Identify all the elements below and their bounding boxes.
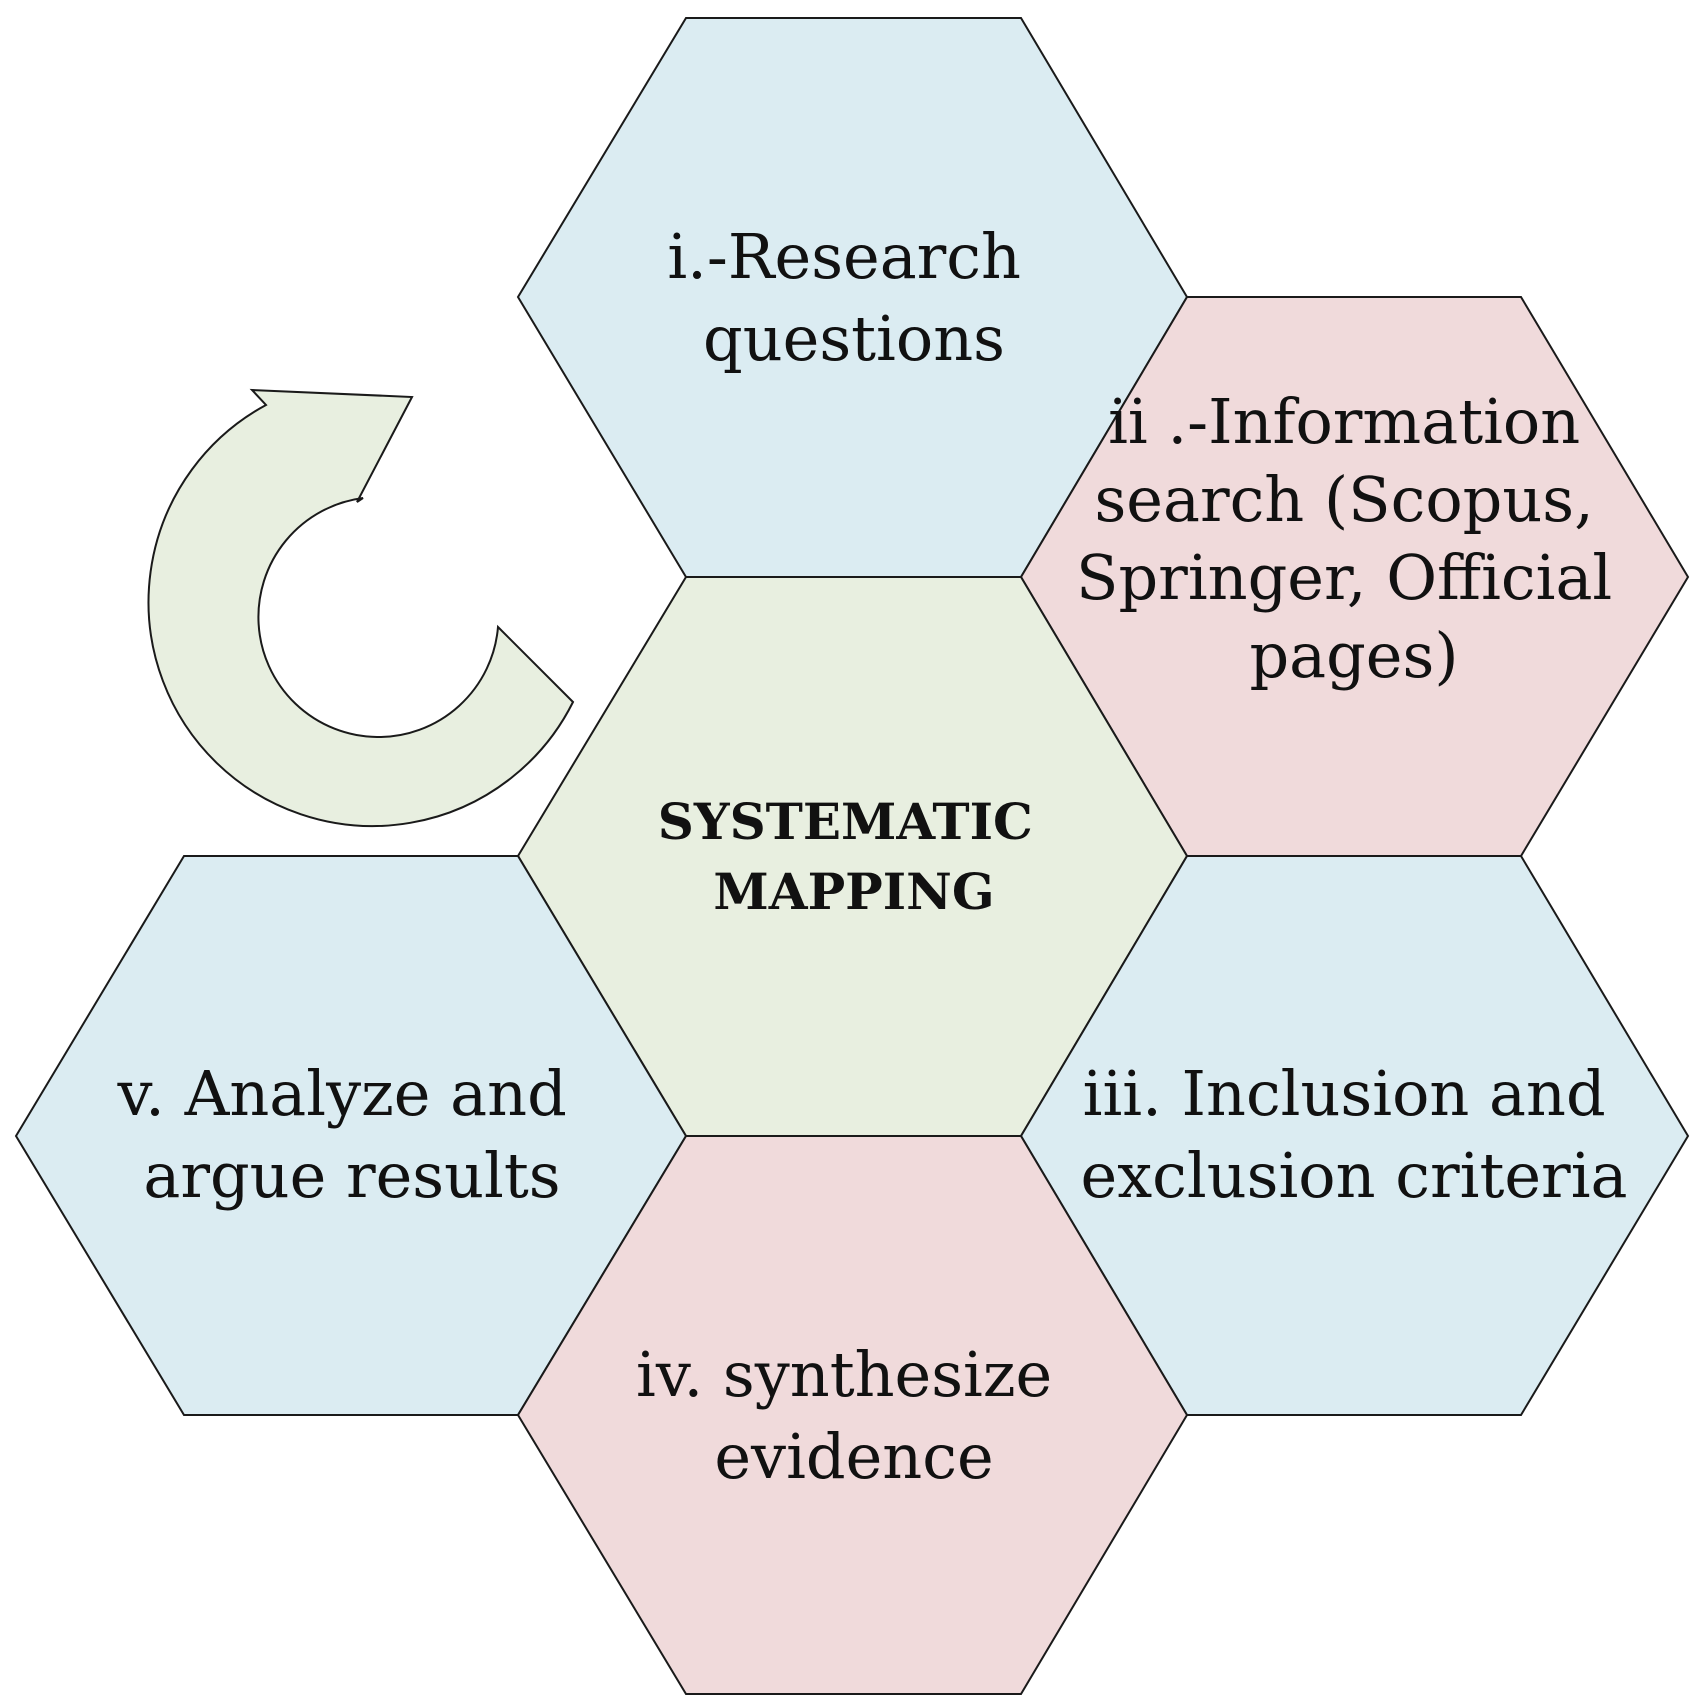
- information-search-line1: ii .-Information: [1108, 385, 1580, 458]
- research-questions-line2: questions: [703, 302, 1005, 375]
- research-questions-label: i.-Research questions: [667, 220, 1040, 375]
- inclusion-exclusion-label: iii. Inclusion and exclusion criteria: [1081, 1057, 1628, 1212]
- synthesize-evidence-line2: evidence: [714, 1420, 993, 1493]
- information-search-label: ii .-Information search (Scopus, Springe…: [1076, 385, 1632, 692]
- center-title-line1: SYSTEMATIC: [658, 792, 1033, 851]
- analyze-results-label: v. Analyze and argue results: [117, 1057, 587, 1212]
- synthesize-evidence-label: iv. synthesize evidence: [636, 1338, 1072, 1493]
- center-title-line2: MAPPING: [713, 862, 994, 921]
- information-search-line2: search (Scopus,: [1094, 463, 1593, 536]
- systematic-mapping-title: SYSTEMATIC MAPPING: [658, 792, 1050, 921]
- inclusion-exclusion-line2: exclusion criteria: [1081, 1139, 1628, 1212]
- synthesize-evidence-line1: iv. synthesize: [636, 1338, 1052, 1411]
- curved-arrow-icon: [147, 388, 575, 828]
- hexagon-synthesize-evidence: [516, 1135, 1189, 1695]
- research-questions-line1: i.-Research: [667, 220, 1021, 293]
- analyze-results-line2: argue results: [143, 1139, 560, 1212]
- inclusion-exclusion-line1: iii. Inclusion and: [1083, 1057, 1606, 1130]
- analyze-results-line1: v. Analyze and: [117, 1057, 567, 1130]
- information-search-line3: Springer, Official: [1076, 541, 1612, 614]
- information-search-line4: pages): [1249, 619, 1458, 692]
